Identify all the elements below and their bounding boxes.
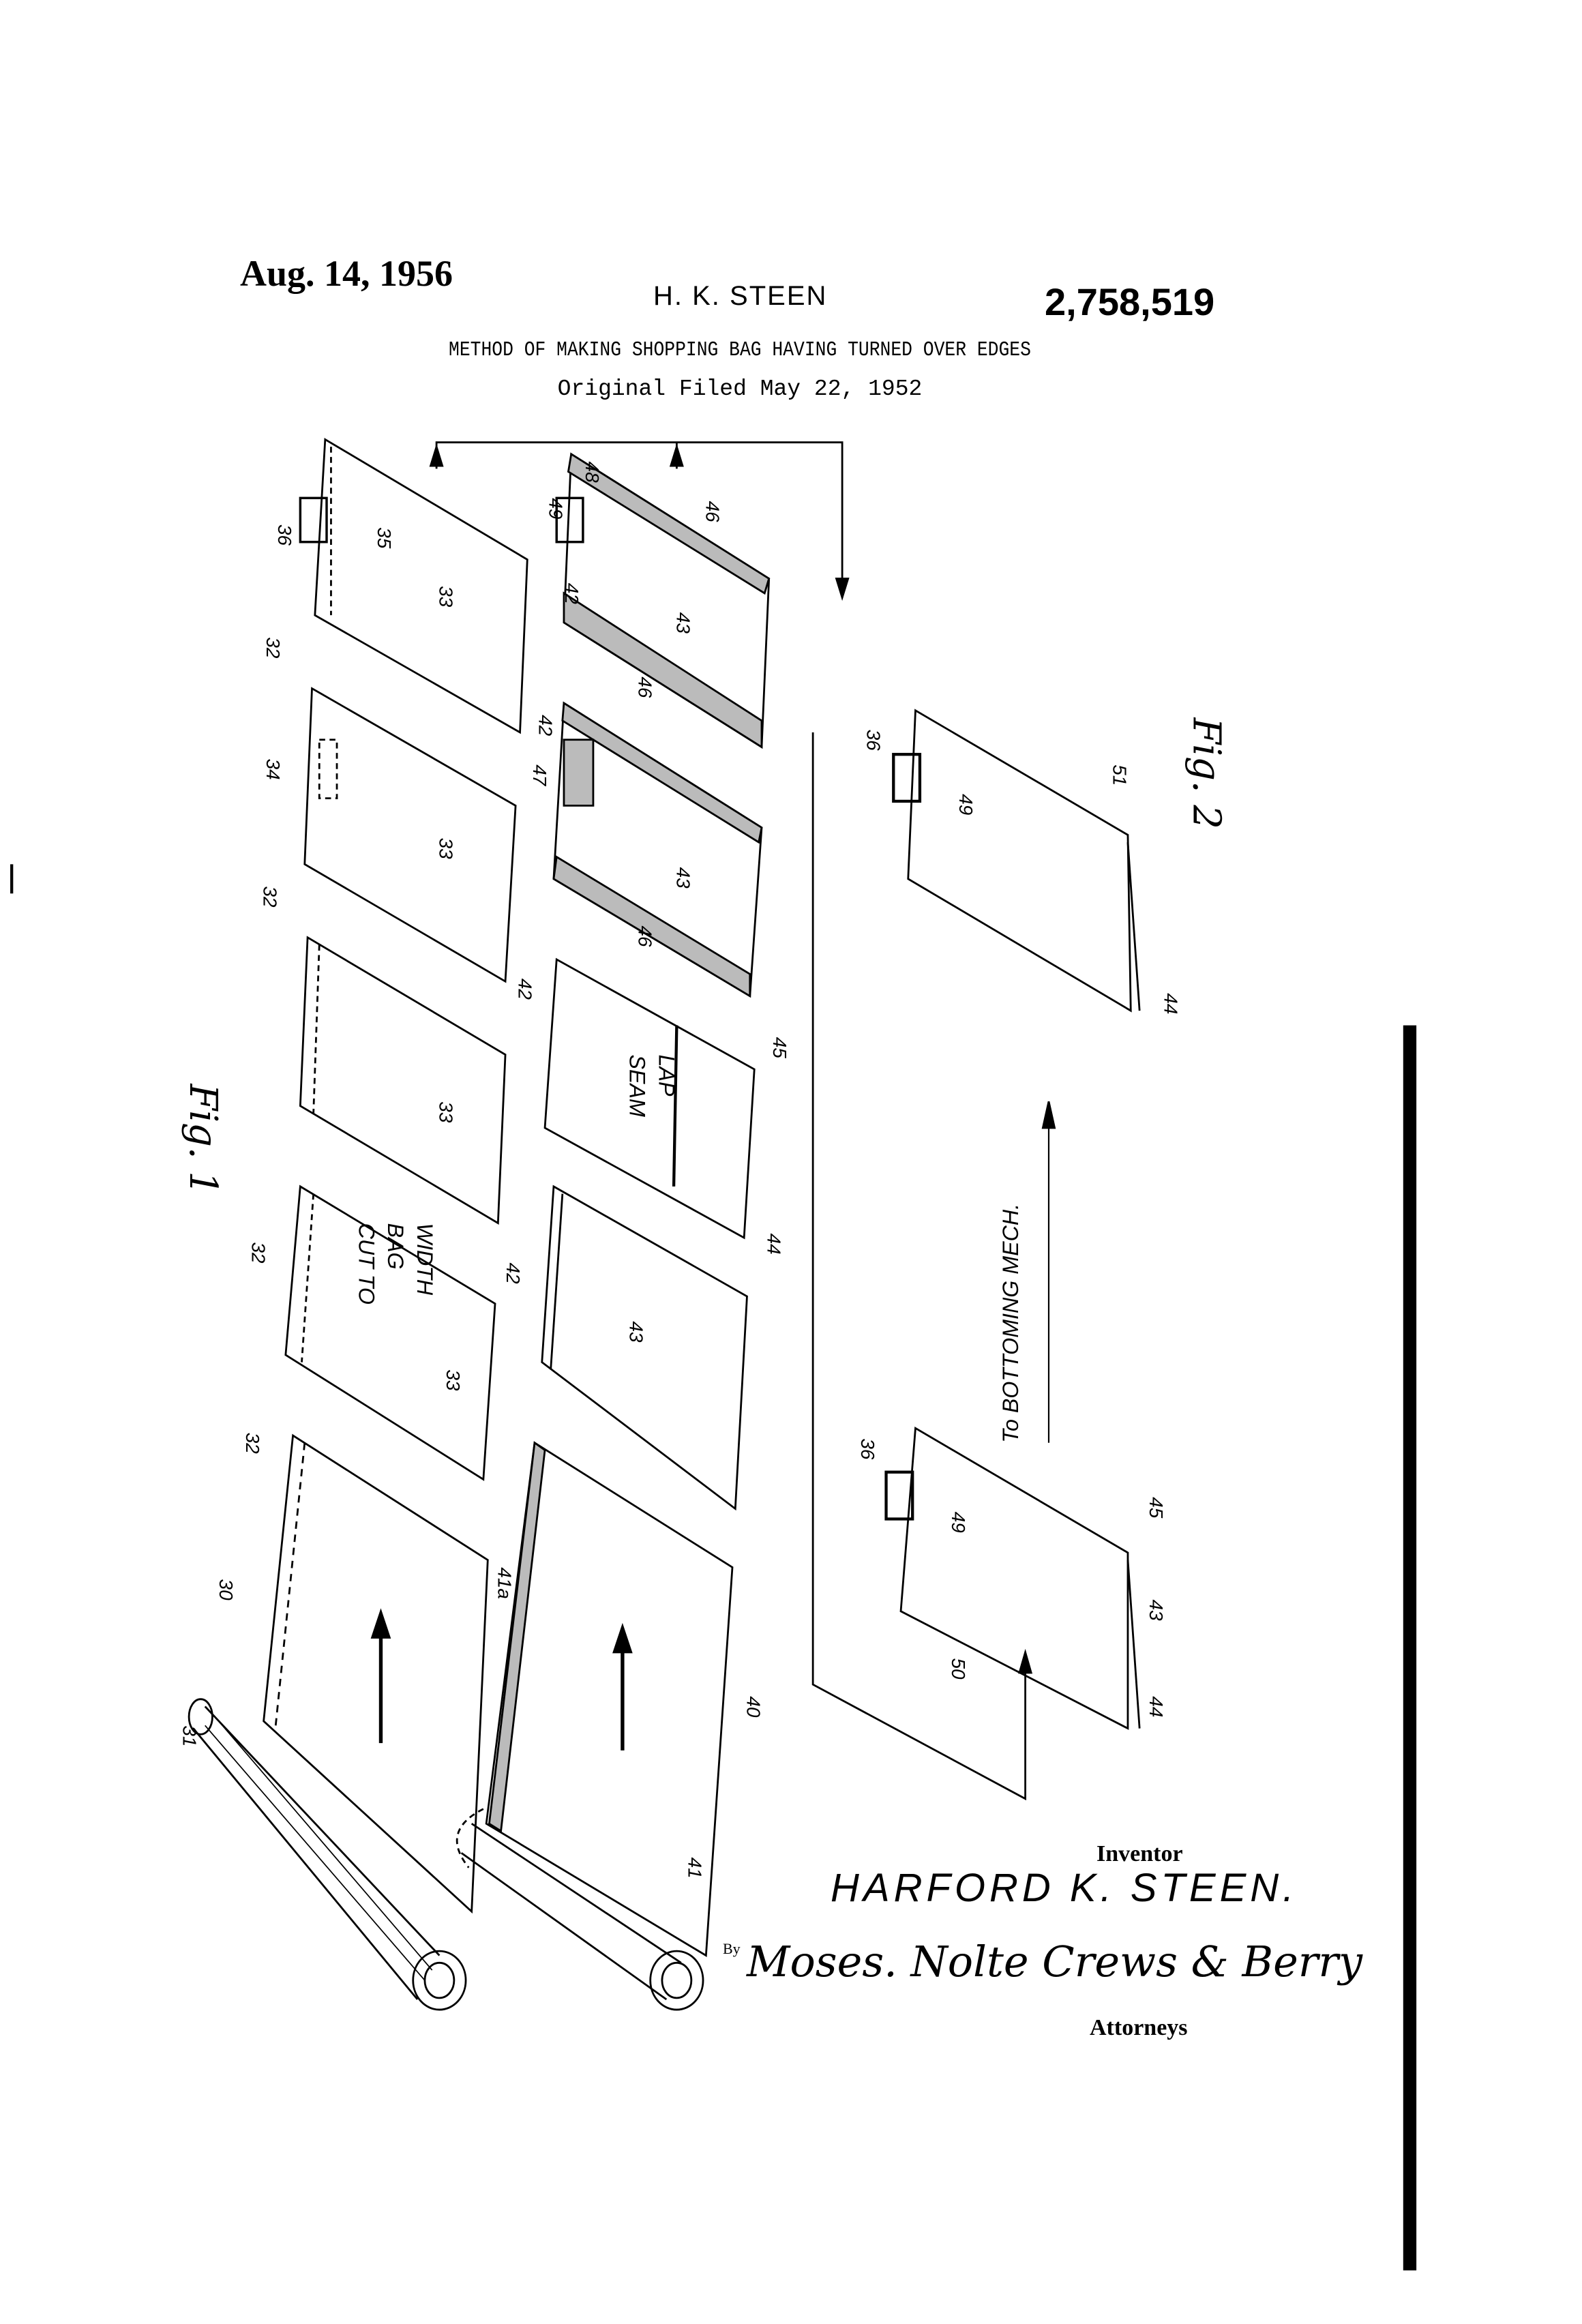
filed-date: Original Filed May 22, 1952 xyxy=(557,376,923,402)
label: 33 xyxy=(443,1369,464,1391)
label: 48 xyxy=(582,462,603,483)
label: 49 xyxy=(955,794,976,815)
label: 44 xyxy=(764,1234,785,1255)
bag-fig2-flat xyxy=(899,1426,1129,1730)
fig1-label: Fig. 1 xyxy=(181,1084,225,1195)
panel-33-handle xyxy=(314,438,528,734)
label: 46 xyxy=(635,926,656,948)
panel-43-seam xyxy=(543,957,756,1240)
label: 42 xyxy=(503,1263,524,1285)
label: 32 xyxy=(242,1433,263,1455)
label: 49 xyxy=(948,1512,969,1533)
label: 36 xyxy=(274,524,295,546)
inventor-label: Inventor xyxy=(1096,1841,1183,1866)
label: 32 xyxy=(248,1242,269,1264)
flow-line xyxy=(435,441,844,593)
label: 49 xyxy=(546,498,567,519)
label: 50 xyxy=(948,1658,969,1680)
label: 30 xyxy=(215,1579,237,1601)
roll-41 xyxy=(456,1808,704,2011)
label: 42 xyxy=(514,979,535,1000)
panel-43-handle xyxy=(563,452,771,749)
cut-annotation: CUT TO xyxy=(354,1223,378,1305)
roll-31 xyxy=(188,1698,467,2011)
panel-33-folded xyxy=(299,936,507,1225)
label: 40 xyxy=(743,1696,764,1718)
label: 35 xyxy=(374,527,395,549)
label: 51 xyxy=(1109,764,1130,786)
cut-annotation: WIDTH xyxy=(413,1223,437,1296)
attorney-signature: Moses. Nolte Crews & Berry xyxy=(747,1937,1363,1986)
label: 42 xyxy=(561,583,582,605)
label: 45 xyxy=(769,1037,790,1059)
label: 31 xyxy=(179,1725,200,1746)
label: 43 xyxy=(672,867,693,889)
label: 33 xyxy=(435,838,456,860)
label: 43 xyxy=(626,1321,647,1343)
inventor-header: H. K. STEEN xyxy=(653,281,828,311)
panel-33-patch xyxy=(303,687,517,983)
label: 32 xyxy=(260,887,281,908)
label: 36 xyxy=(863,730,884,751)
label: 46 xyxy=(635,676,656,698)
label: 36 xyxy=(857,1438,878,1460)
inventor-name: HARFORD K. STEEN. xyxy=(831,1866,1298,1910)
patent-title: METHOD OF MAKING SHOPPING BAG HAVING TUR… xyxy=(449,338,1031,362)
label: 33 xyxy=(435,586,456,608)
flow-line-to-fig2 xyxy=(811,732,1026,1801)
label: 32 xyxy=(263,637,284,659)
label: 34 xyxy=(263,759,284,780)
label: 41 xyxy=(685,1858,706,1879)
seam-annotation: SEAM xyxy=(625,1055,650,1117)
label: 41a xyxy=(494,1567,515,1599)
label: 44 xyxy=(1161,993,1182,1014)
web-40 xyxy=(485,1441,734,1957)
bottoming-annotation: To BOTTOMING MECH. xyxy=(998,1204,1023,1443)
label: 46 xyxy=(702,501,723,523)
panel-33-cut xyxy=(284,1185,496,1481)
label: 47 xyxy=(529,764,550,787)
margin-bar xyxy=(1403,1025,1417,2271)
label: 45 xyxy=(1146,1497,1167,1519)
label: 43 xyxy=(1146,1600,1167,1622)
attorneys-label: Attorneys xyxy=(1090,2015,1188,2040)
bag-fig2-finished xyxy=(907,709,1132,1013)
by-label: By xyxy=(723,1940,741,1957)
label: 42 xyxy=(535,715,556,736)
panel-43 xyxy=(541,1185,748,1511)
seam-annotation: LAP xyxy=(655,1055,679,1097)
web-30 xyxy=(263,1433,489,1914)
label: 44 xyxy=(1146,1696,1167,1717)
patent-date: Aug. 14, 1956 xyxy=(240,253,453,294)
fig2-label: Fig. 2 xyxy=(1184,717,1229,829)
patent-number: 2,758,519 xyxy=(1045,280,1215,323)
label: 33 xyxy=(435,1101,456,1123)
cut-annotation: BAG xyxy=(383,1223,408,1270)
label: 43 xyxy=(672,612,693,634)
